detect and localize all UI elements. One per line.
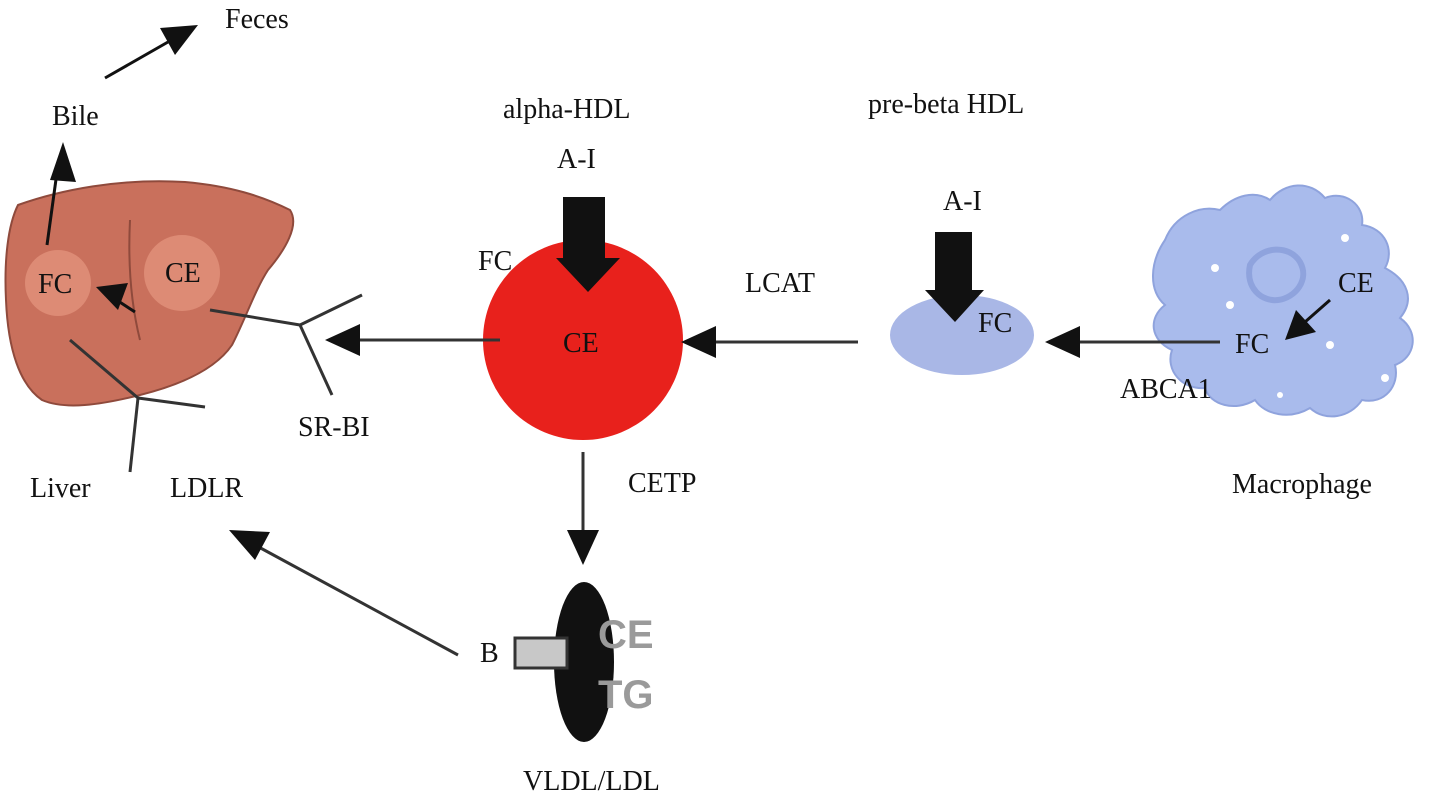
label-sr-bi: SR-BI (298, 412, 370, 443)
pre-beta-hdl-particle (890, 295, 1034, 375)
arrow-macrophage-to-pre-beta-head (1045, 326, 1080, 358)
arrow-liver-ce-to-fc-head (96, 283, 128, 310)
label-macrophage: Macrophage (1232, 469, 1372, 500)
pre-beta-apoa1-icon (925, 232, 984, 322)
alpha-hdl-apoa1-icon (556, 197, 620, 292)
label-ldlr: LDLR (170, 473, 243, 504)
alpha-hdl-particle (483, 240, 683, 440)
arrow-bile-to-feces-head (160, 25, 198, 55)
liver-icon (4, 180, 295, 407)
arrow-macrophage-ce-to-fc-head (1285, 310, 1316, 340)
label-liver-fc: FC (38, 269, 72, 300)
label-feces: Feces (225, 4, 289, 35)
label-liver: Liver (30, 473, 91, 504)
label-bile: Bile (52, 101, 99, 132)
liver-shape (4, 180, 295, 407)
macrophage-nucleus (1246, 246, 1307, 304)
sr-bi-receptor (209, 293, 363, 396)
label-abca1: ABCA1 (1120, 374, 1212, 405)
label-alpha-hdl: alpha-HDL (503, 94, 631, 125)
liver-nucleus-fc (25, 250, 91, 316)
label-macrophage-fc: FC (1235, 329, 1269, 360)
arrow-bile-to-feces-shaft (104, 40, 169, 80)
label-vldl-ldl: VLDL/LDL (523, 766, 660, 797)
macrophage-icon (1152, 184, 1414, 418)
arrow-ldl-to-ldlr-shaft (254, 543, 459, 657)
label-pre-beta-ai: A-I (943, 186, 982, 217)
arrow-pre-beta-to-alpha-head (681, 326, 716, 358)
label-ldl-tg: TG (598, 673, 654, 717)
label-lcat: LCAT (745, 268, 815, 299)
arrow-fc-to-bile-shaft (45, 171, 59, 246)
vldl-ldl-particle (554, 582, 614, 742)
apob-box (513, 636, 569, 670)
label-alpha-ce: CE (563, 328, 599, 359)
label-pre-beta-hdl: pre-beta HDL (868, 89, 1024, 120)
label-liver-ce: CE (165, 258, 201, 289)
ldlr-receptor (69, 338, 206, 473)
arrow-macrophage-ce-to-fc-shaft (1304, 298, 1331, 324)
label-alpha-fc: FC (478, 246, 512, 277)
label-ldl-ce: CE (598, 613, 654, 657)
label-apob: B (480, 638, 499, 669)
liver-nucleus-ce (144, 235, 220, 311)
label-macrophage-ce: CE (1338, 268, 1374, 299)
arrow-fc-to-bile-head (50, 142, 76, 182)
label-cetp: CETP (628, 468, 696, 499)
arrow-ldl-to-ldlr-head (229, 530, 270, 560)
liver-lobe-divider (128, 219, 141, 341)
label-alpha-ai: A-I (557, 144, 596, 175)
arrow-alpha-to-liver-head (325, 324, 360, 356)
arrow-cetp-head (567, 530, 599, 565)
label-pre-beta-fc: FC (978, 308, 1012, 339)
